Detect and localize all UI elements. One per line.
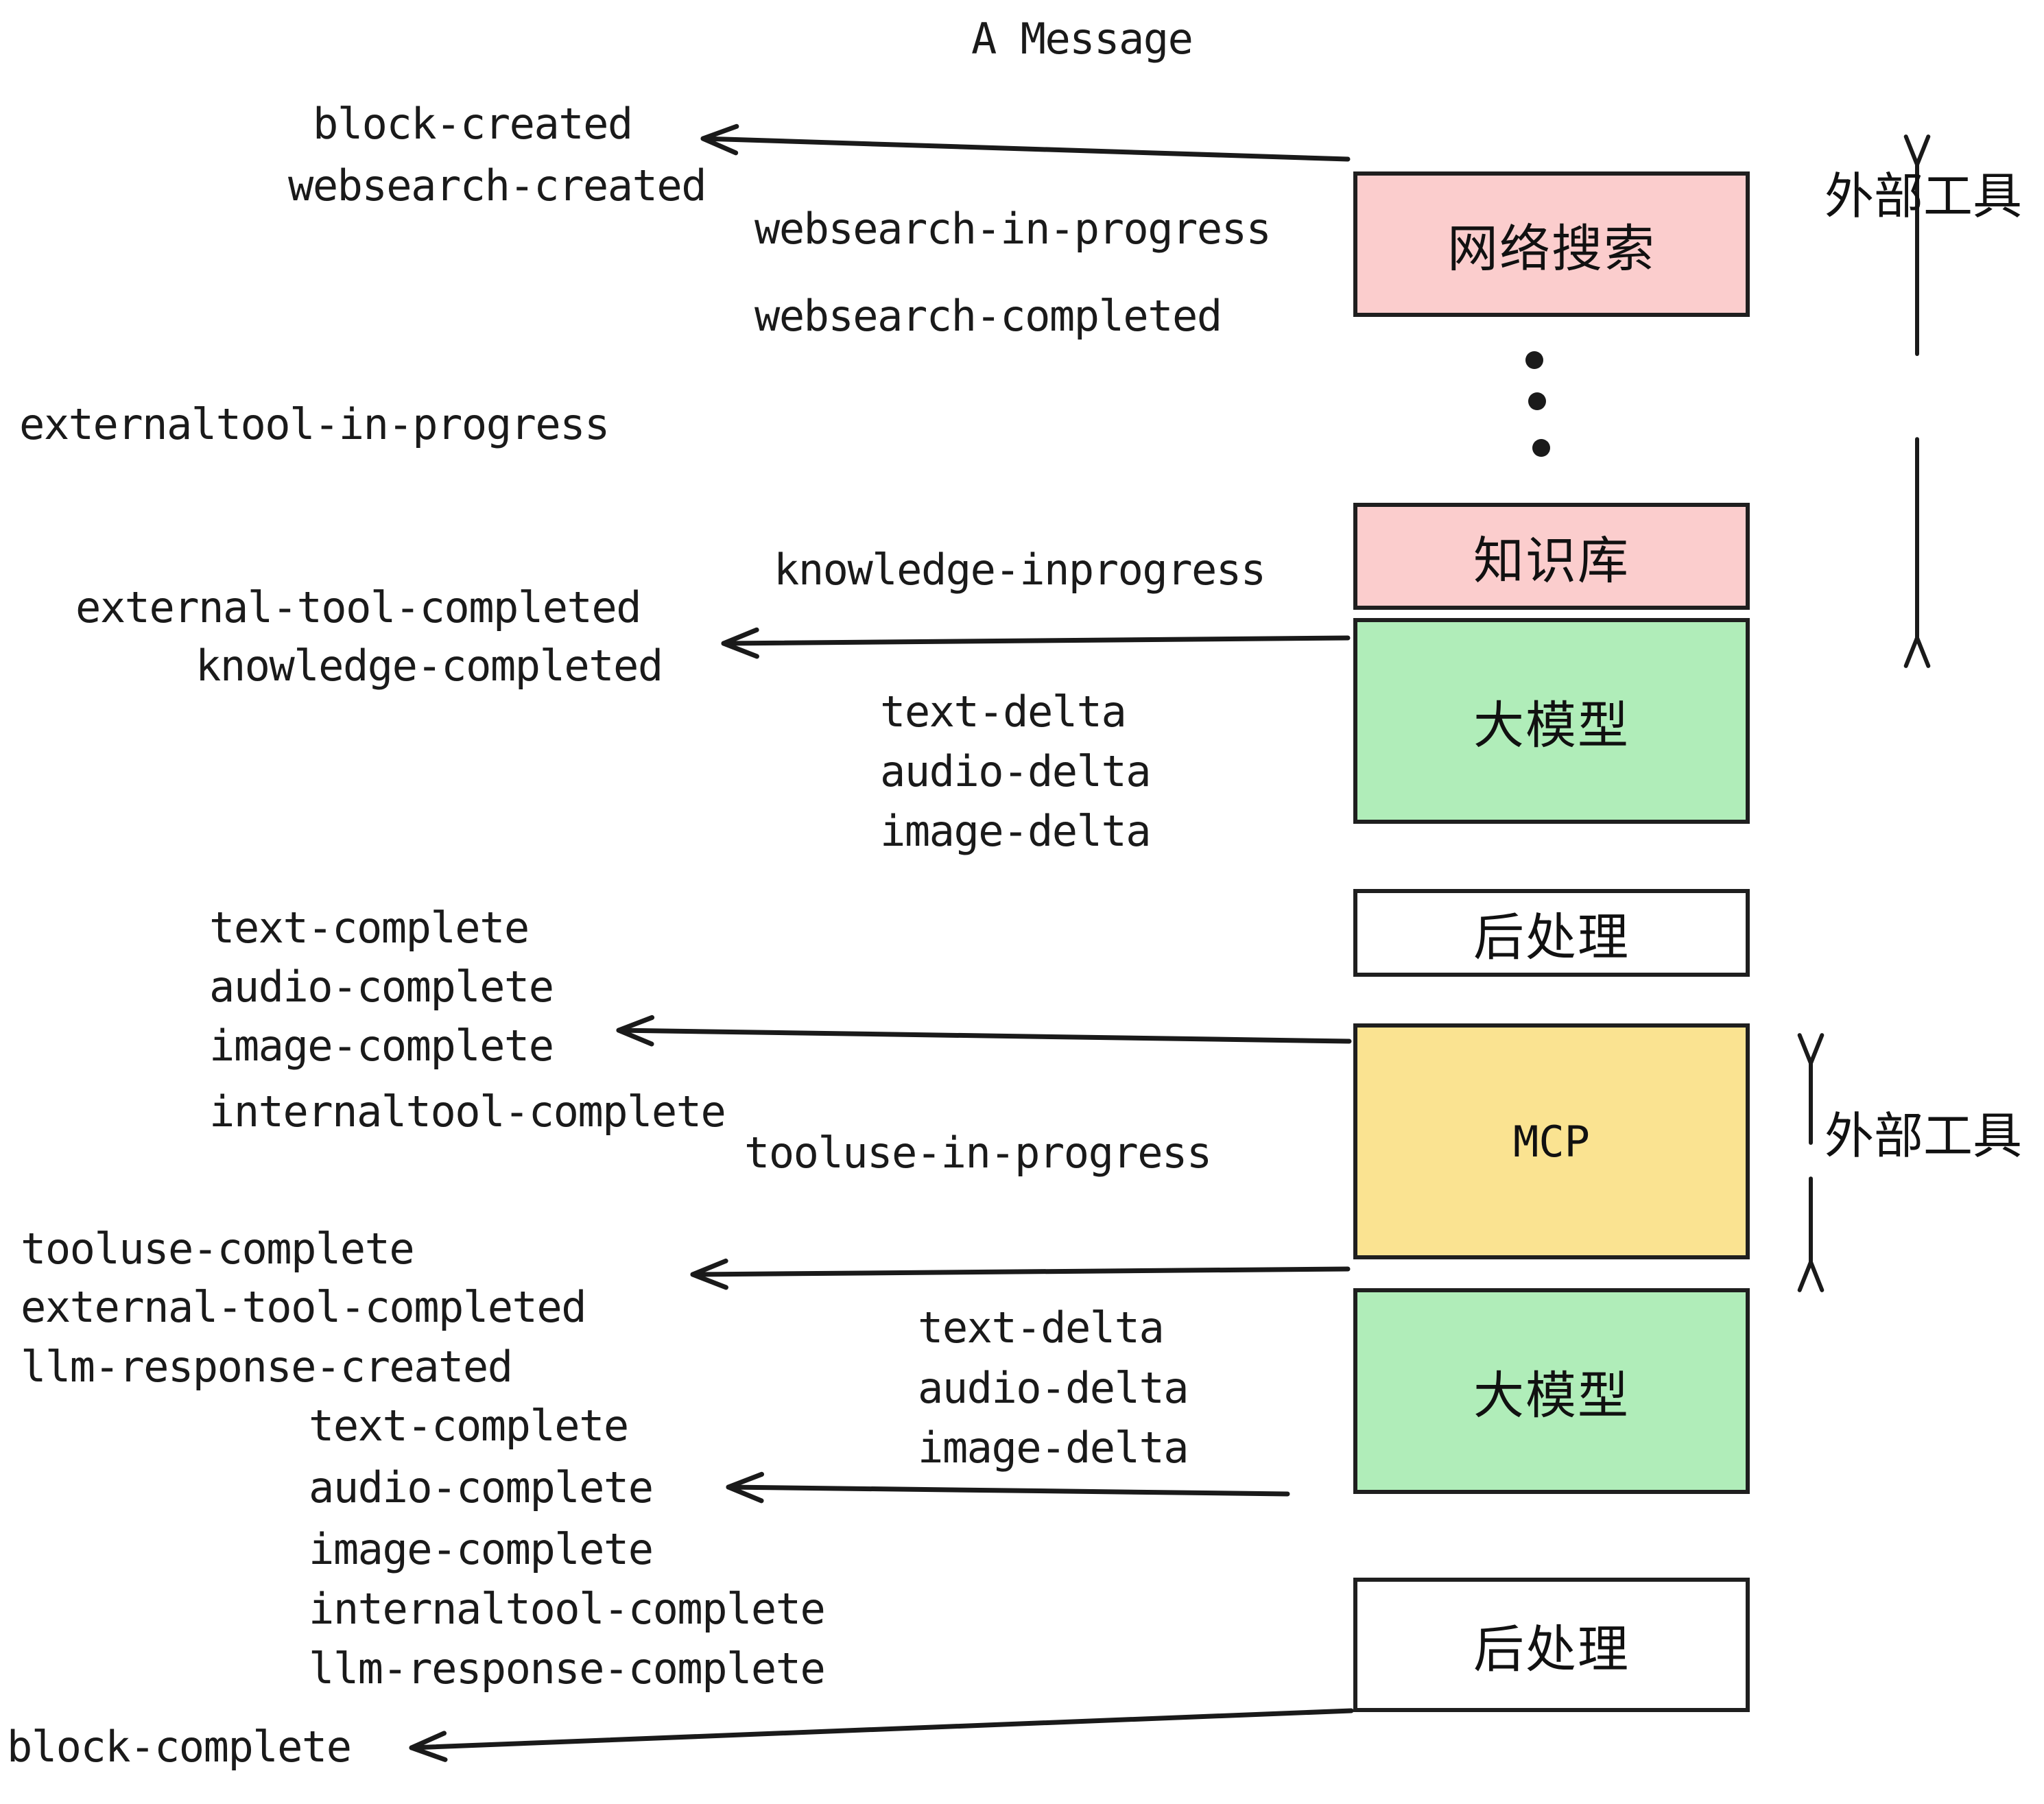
- event-label-image-delta-2: image-delta: [918, 1423, 1189, 1473]
- event-label-llm-response-created: llm-response-created: [21, 1342, 513, 1392]
- bracket-upper-up-head: [1903, 134, 1931, 167]
- ellipsis-dot-3: [1532, 439, 1550, 457]
- node-label: 后处理: [1473, 907, 1630, 967]
- arrow-postprocess2-out-head: [409, 1731, 448, 1762]
- arrow-websearch-out-head: [700, 123, 739, 156]
- event-label-tooluse-in-progress: tooluse-in-progress: [744, 1128, 1212, 1178]
- event-label-llm-response-complete: llm-response-complete: [309, 1643, 826, 1694]
- arrow-knowledge-out-head: [721, 627, 759, 659]
- event-label-text-complete-1: text-complete: [209, 903, 530, 953]
- event-label-knowledge-completed: knowledge-completed: [195, 641, 663, 691]
- arrow-knowledge-out-shaft: [721, 635, 1351, 646]
- event-label-externaltool-in-progress: externaltool-in-progress: [19, 399, 610, 449]
- event-label-audio-delta-1: audio-delta: [880, 746, 1152, 796]
- arrow-mcp-out-head: [690, 1258, 728, 1290]
- arrow-llm2-out-shaft: [726, 1484, 1290, 1497]
- event-label-internaltool-complete-2: internaltool-complete: [309, 1584, 826, 1634]
- node-label: 大模型: [1473, 696, 1630, 755]
- node-llm-1: 大模型: [1353, 618, 1750, 824]
- node-label: 大模型: [1473, 1366, 1630, 1425]
- arrow-websearch-out-shaft: [700, 136, 1351, 162]
- arrow-postprocess1-out-head: [616, 1014, 655, 1047]
- ellipsis-dot-1: [1525, 351, 1543, 369]
- event-label-image-complete-2: image-complete: [309, 1524, 654, 1574]
- arrow-postprocess2-out-shaft: [409, 1708, 1354, 1750]
- event-label-audio-delta-2: audio-delta: [918, 1363, 1189, 1413]
- event-label-websearch-created: websearch-created: [288, 161, 707, 211]
- group-label-external-tool-lower: 外部工具: [1825, 1107, 2023, 1165]
- event-label-image-complete-1: image-complete: [209, 1021, 554, 1071]
- node-mcp: MCP: [1353, 1023, 1750, 1259]
- arrow-mcp-out-shaft: [690, 1266, 1351, 1277]
- event-label-internaltool-complete-1: internaltool-complete: [209, 1087, 726, 1137]
- event-label-external-tool-completed-2: external-tool-completed: [21, 1282, 587, 1332]
- event-label-audio-complete-1: audio-complete: [209, 962, 554, 1012]
- event-label-text-complete-2: text-complete: [309, 1401, 629, 1451]
- ellipsis-dot-2: [1528, 392, 1546, 410]
- group-label-external-tool-upper: 外部工具: [1825, 167, 2023, 225]
- event-label-block-created: block-created: [313, 99, 633, 149]
- event-label-websearch-in-progress: websearch-in-progress: [754, 204, 1272, 254]
- bracket-lower-down-head: [1797, 1260, 1825, 1292]
- event-label-websearch-completed: websearch-completed: [754, 291, 1222, 341]
- event-label-image-delta-1: image-delta: [880, 806, 1152, 856]
- node-postprocess-1: 后处理: [1353, 889, 1750, 977]
- event-label-knowledge-inprogress: knowledge-inprogress: [774, 545, 1266, 595]
- event-label-text-delta-2: text-delta: [918, 1303, 1165, 1353]
- bracket-lower-up-head: [1797, 1033, 1825, 1065]
- node-knowledge: 知识库: [1353, 503, 1750, 610]
- event-label-tooluse-complete: tooluse-complete: [21, 1224, 415, 1274]
- node-label: 知识库: [1473, 531, 1630, 591]
- node-websearch: 网络搜索: [1353, 171, 1750, 317]
- node-label: 后处理: [1473, 1619, 1630, 1679]
- event-label-block-complete: block-complete: [7, 1722, 352, 1772]
- arrow-llm2-out-head: [726, 1471, 765, 1504]
- event-label-text-delta-1: text-delta: [880, 687, 1127, 737]
- event-label-external-tool-completed-1: external-tool-completed: [75, 582, 642, 632]
- node-label: MCP: [1513, 1116, 1590, 1167]
- node-label: 网络搜索: [1447, 219, 1656, 278]
- node-llm-2: 大模型: [1353, 1288, 1750, 1494]
- node-postprocess-2: 后处理: [1353, 1578, 1750, 1712]
- bracket-upper-down-head: [1903, 636, 1931, 668]
- arrow-postprocess1-out-shaft: [616, 1028, 1352, 1044]
- diagram-title: A Message: [971, 14, 1193, 64]
- event-label-audio-complete-2: audio-complete: [309, 1462, 654, 1512]
